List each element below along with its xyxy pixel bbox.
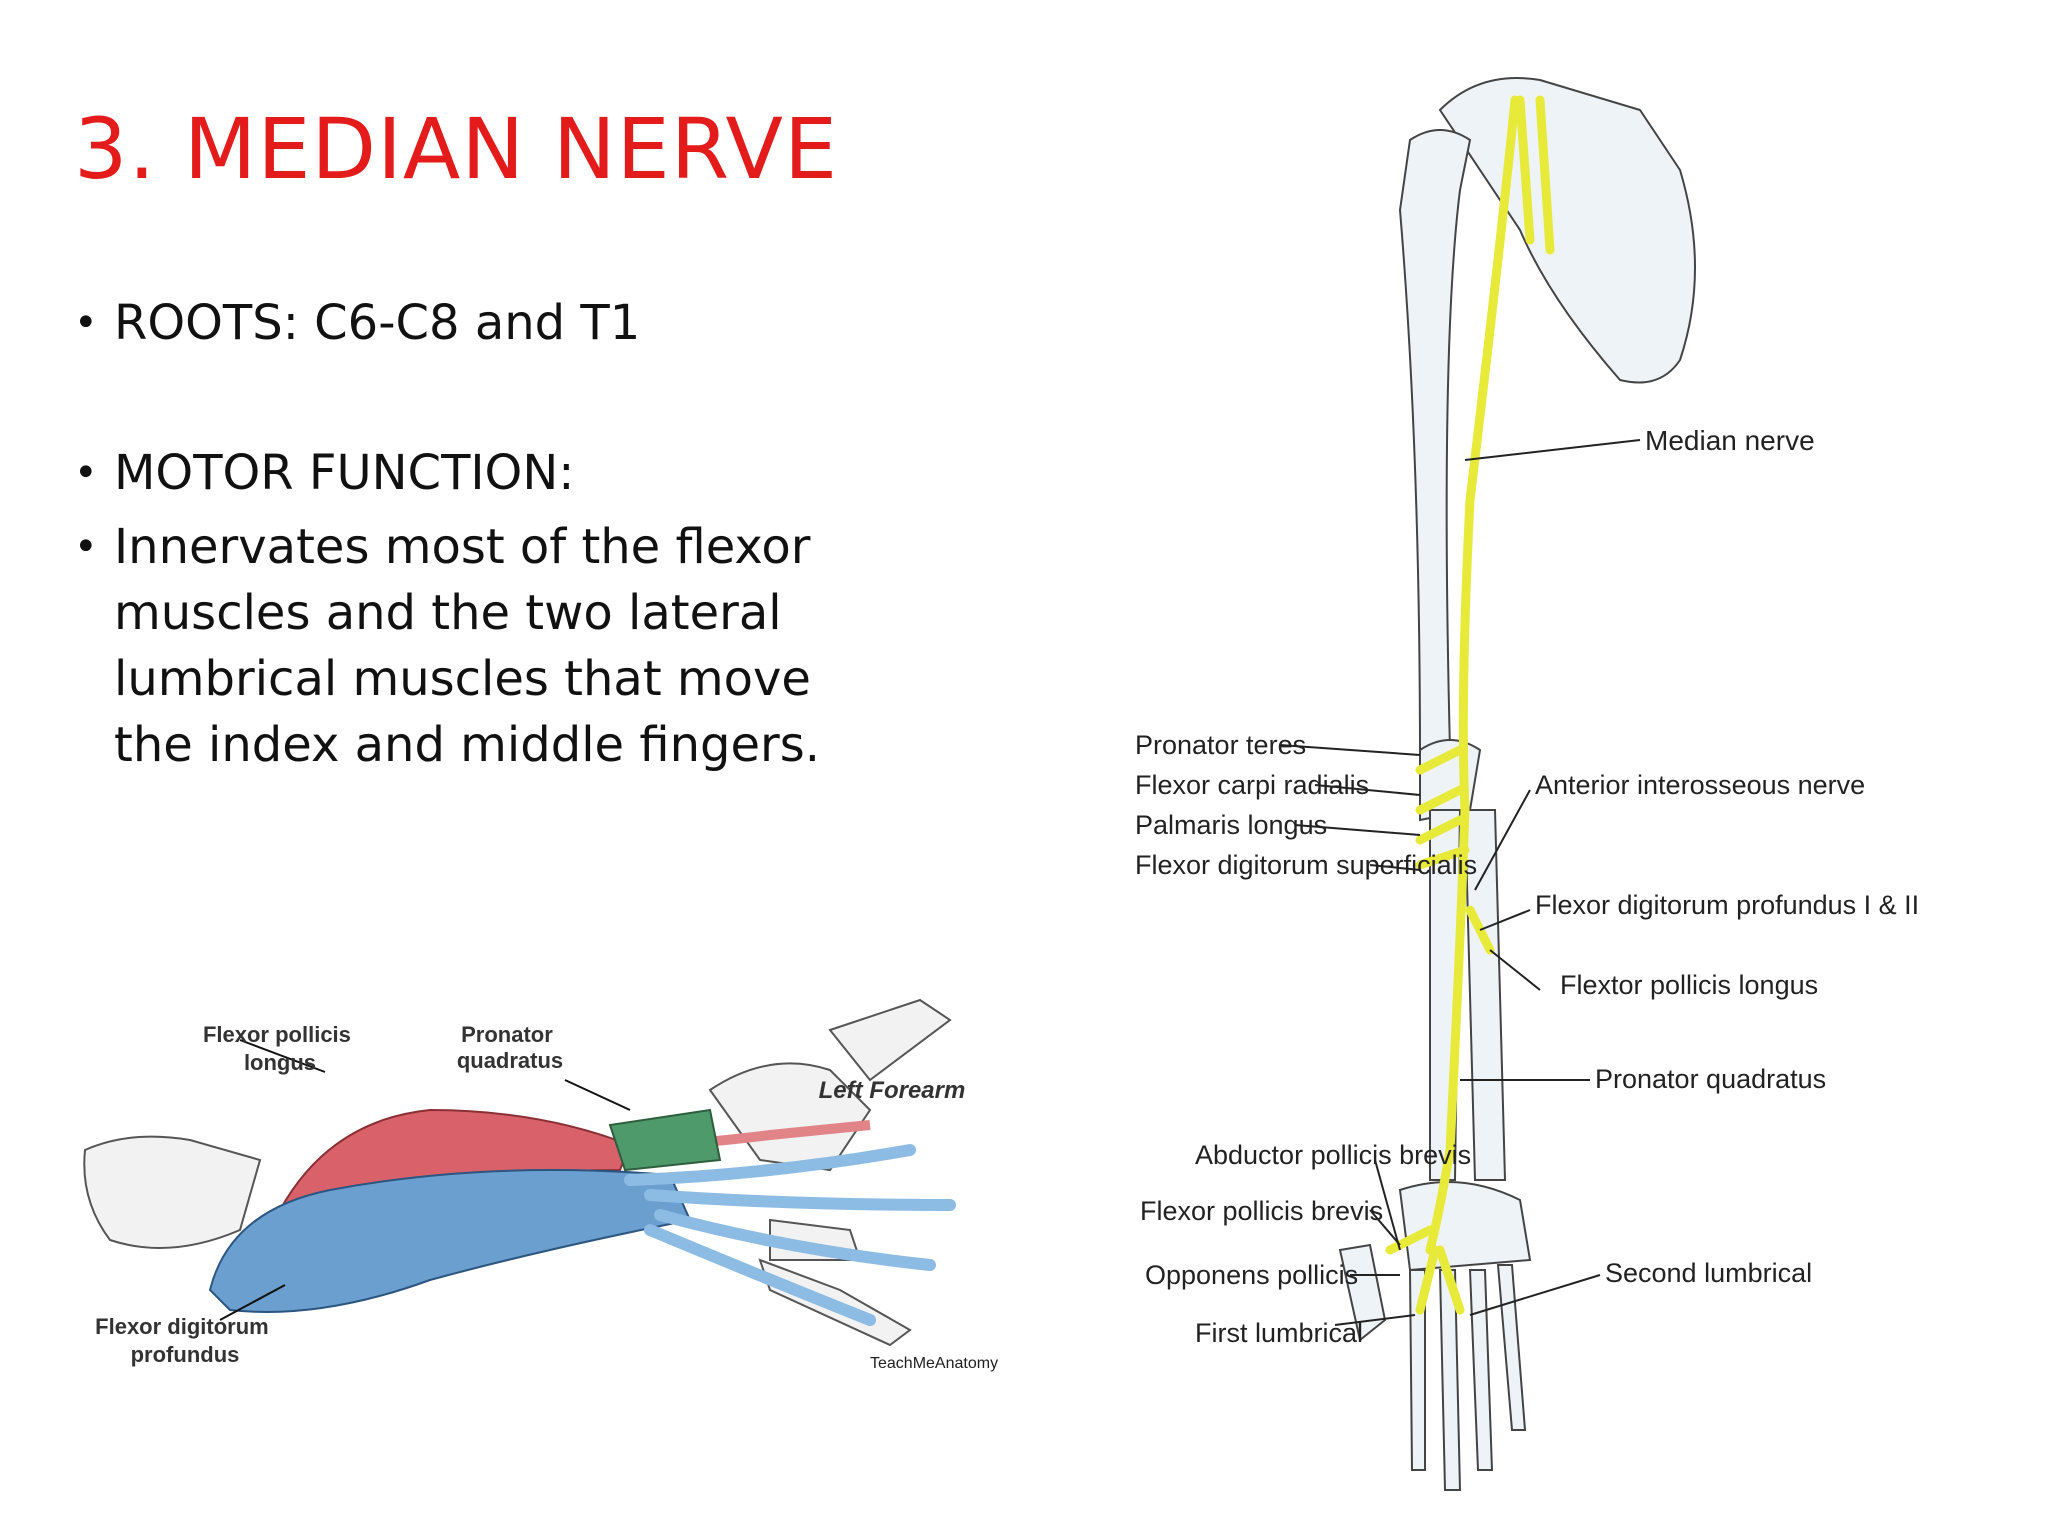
- second-lumbrical-label: Second lumbrical: [1605, 1258, 1812, 1288]
- pronator-teres-label: Pronator teres: [1135, 730, 1306, 760]
- palmaris-longus-label: Palmaris longus: [1135, 810, 1327, 840]
- apb-label: Abductor pollicis brevis: [1195, 1140, 1471, 1170]
- fdp-label: Flexor digitorum profundus: [95, 1314, 275, 1367]
- pq-label: Pronator quadratus: [457, 1022, 563, 1073]
- median-nerve-arm-illustration: Median nerve Pronator teres Flexor carpi…: [1135, 77, 1919, 1491]
- pq-muscle: [608, 1108, 722, 1172]
- opponens-label: Opponens pollicis: [1145, 1260, 1358, 1290]
- median-nerve-label: Median nerve: [1645, 425, 1815, 456]
- fpb-label: Flexor pollicis brevis: [1140, 1196, 1383, 1226]
- fdp-muscle: [208, 1169, 692, 1313]
- slide-title: 3. MEDIAN NERVE: [74, 100, 839, 198]
- left-forearm-caption: Left Forearm: [819, 1077, 966, 1104]
- hand-bones: [1338, 1243, 1527, 1491]
- pq-arm-label: Pronator quadratus: [1595, 1064, 1826, 1094]
- fds-label: Flexor digitorum superficialis: [1135, 850, 1477, 880]
- fpl-label: Flexor pollicis longus: [203, 1022, 357, 1075]
- bullet-motor-heading: MOTOR FUNCTION:: [74, 440, 874, 506]
- watermark-text: TeachMeAnatomy: [870, 1355, 998, 1372]
- forearm-illustration: Flexor pollicis longus Pronator quadratu…: [83, 998, 998, 1372]
- fpl-arm-label: Flextor pollicis longus: [1560, 970, 1818, 1000]
- fdp-tendons: [624, 1144, 956, 1326]
- median-nerve-path: [1385, 95, 1555, 1315]
- first-lumbrical-label: First lumbrical: [1195, 1318, 1363, 1348]
- fcr-label: Flexor carpi radialis: [1135, 770, 1369, 800]
- bullet-list: ROOTS: C6-C8 and T1 MOTOR FUNCTION: Inne…: [74, 290, 874, 778]
- anterior-interosseous-label: Anterior interosseous nerve: [1535, 770, 1865, 800]
- bullet-motor-description: Innervates most of the flexor muscles an…: [74, 514, 874, 778]
- fdp-i-ii-label: Flexor digitorum profundus I & II: [1535, 890, 1919, 920]
- bullet-roots: ROOTS: C6-C8 and T1: [74, 290, 874, 356]
